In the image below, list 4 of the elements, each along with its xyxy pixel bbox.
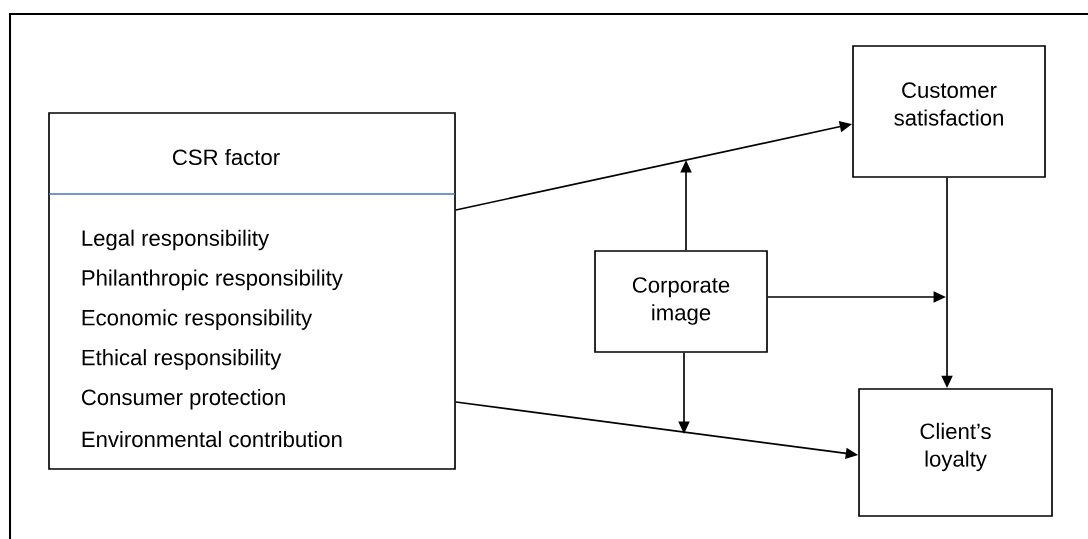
factor-box: CSR factor Legal responsibility Philanthropic responsibility Economic responsibility Ethical responsibility Consumer protection Environmental contribution: [48, 112, 456, 470]
concept-box: Client’s loyalty: [858, 388, 1053, 517]
concept-box: Corporate image: [594, 250, 768, 353]
concept-box: Customer satisfaction: [852, 45, 1046, 178]
